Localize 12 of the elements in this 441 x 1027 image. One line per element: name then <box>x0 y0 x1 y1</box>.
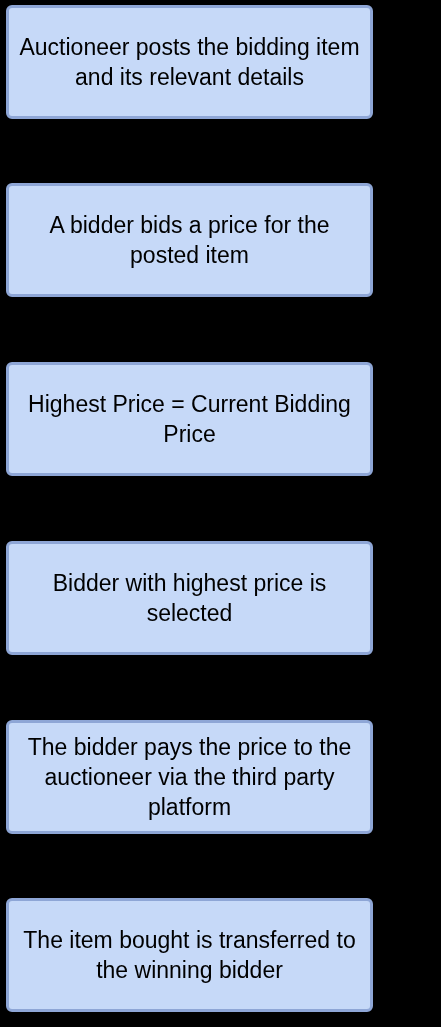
step-text: Auctioneer posts the bidding item and its relevant details <box>19 33 360 92</box>
process-box <box>6 5 373 119</box>
step-text: Bidder with highest price is selected <box>51 569 328 628</box>
step-text: A bidder bids a price for the posted item <box>48 211 331 270</box>
process-box <box>6 183 373 297</box>
step-text: Highest Price = Current Bidding Price <box>27 390 352 449</box>
step-text: The bidder pays the price to the auctioneer via the third party platform <box>26 733 353 822</box>
process-box <box>6 898 373 1012</box>
process-box <box>6 720 373 834</box>
step-text: The item bought is transferred to the winning bidder <box>22 926 357 985</box>
process-box <box>6 541 373 655</box>
process-box <box>6 362 373 476</box>
